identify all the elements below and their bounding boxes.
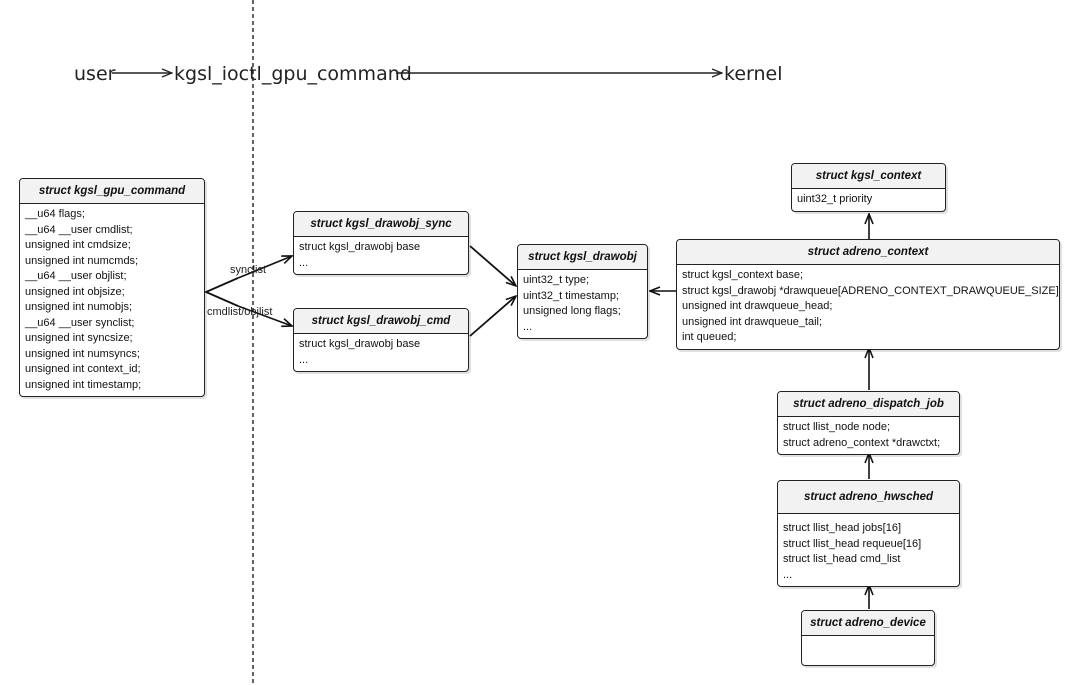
- box-title: struct kgsl_drawobj_cmd: [294, 309, 468, 334]
- struct-field: unsigned int timestamp;: [25, 378, 142, 391]
- struct-field: struct adreno_context *drawctxt;: [783, 436, 941, 449]
- struct-field: ...: [783, 568, 793, 581]
- struct-field: struct llist_head jobs[16]: [783, 522, 902, 534]
- box-title: struct adreno_hwsched: [778, 481, 959, 514]
- struct-field: unsigned long flags;: [523, 305, 621, 317]
- struct-field: struct kgsl_drawobj *drawqueue[ADRENO_CO…: [682, 284, 1060, 297]
- box-title: struct kgsl_context: [792, 164, 945, 189]
- struct-field: unsigned int drawqueue_tail;: [682, 315, 823, 328]
- struct-field: struct llist_head requeue[16]: [783, 537, 922, 550]
- box-title: struct adreno_device: [802, 611, 934, 636]
- box-kgsl-gpu-command: struct kgsl_gpu_command __u64 flags; __u6…: [19, 178, 205, 397]
- struct-field: int queued;: [682, 331, 737, 343]
- box-title: struct adreno_dispatch_job: [778, 392, 959, 417]
- struct-field: unsigned int drawqueue_head;: [682, 300, 833, 312]
- box-title: struct kgsl_drawobj_sync: [294, 212, 468, 237]
- box-kgsl-drawobj-sync: struct kgsl_drawobj_sync struct kgsl_dra…: [293, 211, 469, 275]
- arrow-cmdlist: [237, 305, 292, 326]
- box-title: struct kgsl_drawobj: [518, 245, 647, 270]
- box-adreno-context: struct adreno_context struct kgsl_contex…: [676, 239, 1060, 350]
- struct-field: uint32_t timestamp;: [523, 289, 619, 302]
- struct-field: __u64 __user objlist;: [25, 270, 127, 282]
- edge-label-cmdlist: cmdlist/objlist: [207, 306, 273, 318]
- struct-field: unsigned int objsize;: [25, 285, 125, 298]
- struct-field: struct kgsl_context base;: [682, 269, 804, 281]
- arrow-cmd-to-drawobj: [469, 296, 516, 337]
- struct-field: unsigned int numsyncs;: [25, 347, 140, 360]
- struct-field: unsigned int numcmds;: [25, 254, 139, 267]
- flow-ioctl-label: kgsl_ioctl_gpu_command: [174, 63, 412, 85]
- arrow-sync-to-drawobj: [469, 245, 516, 286]
- struct-field: unsigned int numobjs;: [25, 301, 133, 313]
- fork-bracket: [203, 277, 239, 307]
- struct-field: struct list_head cmd_list: [783, 553, 901, 565]
- box-title: struct kgsl_gpu_command: [20, 179, 204, 204]
- struct-field: __u64 flags;: [25, 208, 85, 220]
- edge-label-synclist: synclist: [230, 264, 267, 276]
- box-adreno-dispatch-job: struct adreno_dispatch_job struct llist_…: [777, 391, 960, 455]
- arrow-synclist: [237, 256, 292, 279]
- flow-user-label: user: [74, 63, 116, 85]
- box-kgsl-context: struct kgsl_context uint32_t priority: [791, 163, 946, 212]
- box-adreno-hwsched: struct adreno_hwsched struct llist_head …: [777, 480, 960, 587]
- struct-field: struct kgsl_drawobj base: [299, 338, 421, 350]
- struct-field: ...: [523, 320, 533, 333]
- box-kgsl-drawobj: struct kgsl_drawobj uint32_t type; uint32…: [517, 244, 648, 339]
- struct-field: uint32_t type;: [523, 274, 590, 286]
- struct-field: __u64 __user synclist;: [25, 316, 135, 329]
- struct-field: unsigned int context_id;: [25, 363, 141, 375]
- struct-field: ...: [299, 256, 309, 269]
- box-kgsl-drawobj-cmd: struct kgsl_drawobj_cmd struct kgsl_draw…: [293, 308, 469, 372]
- struct-field: ...: [299, 353, 309, 366]
- flow-kernel-label: kernel: [724, 63, 783, 85]
- box-title: struct adreno_context: [677, 240, 1059, 265]
- struct-field: __u64 __user cmdlist;: [25, 223, 133, 236]
- struct-field: unsigned int syncsize;: [25, 332, 133, 344]
- box-adreno-device: struct adreno_device: [801, 610, 935, 666]
- struct-field: struct llist_node node;: [783, 421, 891, 433]
- struct-field: unsigned int cmdsize;: [25, 239, 131, 251]
- struct-field: struct kgsl_drawobj base: [299, 241, 421, 253]
- struct-field: uint32_t priority: [797, 193, 873, 205]
